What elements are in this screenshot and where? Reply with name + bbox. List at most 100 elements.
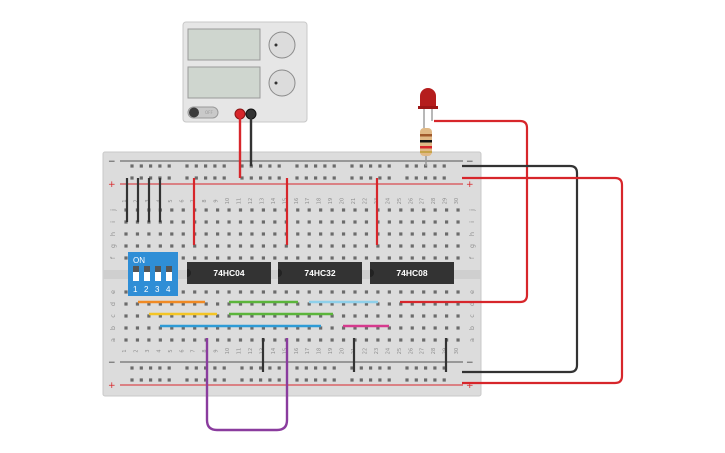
- breadboard-hole[interactable]: [319, 338, 323, 342]
- breadboard-hole[interactable]: [456, 314, 460, 318]
- breadboard-hole[interactable]: [227, 208, 231, 212]
- breadboard-hole[interactable]: [204, 232, 208, 236]
- breadboard-hole[interactable]: [139, 176, 143, 180]
- breadboard-hole[interactable]: [307, 244, 311, 248]
- breadboard-hole[interactable]: [376, 256, 380, 260]
- breadboard-hole[interactable]: [399, 208, 403, 212]
- breadboard-hole[interactable]: [350, 176, 354, 180]
- breadboard-hole[interactable]: [330, 232, 334, 236]
- breadboard-hole[interactable]: [261, 208, 265, 212]
- breadboard-hole[interactable]: [353, 314, 357, 318]
- breadboard-hole[interactable]: [216, 314, 220, 318]
- breadboard-hole[interactable]: [238, 326, 243, 330]
- breadboard-hole[interactable]: [181, 338, 185, 342]
- dip-toggle-4[interactable]: [166, 266, 172, 281]
- breadboard-hole[interactable]: [424, 366, 428, 370]
- supply-wires[interactable]: [238, 114, 253, 178]
- breadboard-hole[interactable]: [158, 378, 162, 382]
- breadboard-hole[interactable]: [314, 176, 318, 180]
- breadboard-hole[interactable]: [268, 378, 272, 382]
- breadboard-hole[interactable]: [387, 256, 391, 260]
- breadboard-hole[interactable]: [170, 302, 174, 306]
- breadboard-hole[interactable]: [378, 164, 382, 168]
- breadboard-hole[interactable]: [319, 232, 323, 236]
- breadboard-hole[interactable]: [167, 378, 171, 382]
- breadboard-hole[interactable]: [193, 314, 197, 318]
- breadboard-hole[interactable]: [139, 164, 143, 168]
- breadboard-hole[interactable]: [193, 302, 197, 306]
- breadboard-hole[interactable]: [204, 290, 208, 294]
- breadboard-hole[interactable]: [216, 220, 220, 224]
- breadboard-hole[interactable]: [422, 338, 426, 342]
- breadboard-hole[interactable]: [456, 290, 460, 294]
- breadboard-hole[interactable]: [250, 208, 254, 212]
- breadboard-hole[interactable]: [445, 314, 449, 318]
- breadboard-hole[interactable]: [364, 290, 369, 294]
- breadboard-hole[interactable]: [445, 232, 449, 236]
- breadboard-hole[interactable]: [296, 338, 300, 342]
- breadboard-hole[interactable]: [414, 366, 418, 370]
- breadboard-hole[interactable]: [261, 314, 265, 318]
- breadboard-hole[interactable]: [341, 314, 346, 318]
- breadboard-hole[interactable]: [353, 326, 357, 330]
- breadboard-hole[interactable]: [387, 290, 391, 294]
- breadboard-hole[interactable]: [261, 256, 265, 260]
- breadboard-hole[interactable]: [261, 302, 265, 306]
- breadboard-hole[interactable]: [181, 326, 185, 330]
- breadboard-hole[interactable]: [181, 220, 185, 224]
- breadboard-hole[interactable]: [158, 366, 162, 370]
- breadboard-hole[interactable]: [170, 338, 174, 342]
- breadboard-hole[interactable]: [433, 338, 437, 342]
- breadboard-hole[interactable]: [364, 326, 369, 330]
- breadboard-hole[interactable]: [204, 326, 208, 330]
- breadboard-hole[interactable]: [330, 338, 334, 342]
- breadboard-hole[interactable]: [135, 314, 140, 318]
- breadboard-hole[interactable]: [204, 302, 208, 306]
- breadboard-hole[interactable]: [442, 176, 446, 180]
- breadboard-hole[interactable]: [330, 208, 334, 212]
- breadboard-hole[interactable]: [364, 256, 369, 260]
- breadboard-hole[interactable]: [433, 244, 437, 248]
- breadboard-hole[interactable]: [277, 366, 281, 370]
- breadboard-hole[interactable]: [405, 164, 409, 168]
- breadboard-hole[interactable]: [410, 326, 414, 330]
- breadboard-hole[interactable]: [250, 244, 254, 248]
- breadboard-hole[interactable]: [369, 164, 373, 168]
- breadboard-hole[interactable]: [170, 208, 174, 212]
- breadboard-hole[interactable]: [216, 244, 220, 248]
- breadboard-hole[interactable]: [424, 176, 428, 180]
- breadboard-hole[interactable]: [238, 290, 243, 294]
- breadboard-hole[interactable]: [193, 256, 197, 260]
- breadboard-hole[interactable]: [422, 290, 426, 294]
- breadboard-hole[interactable]: [332, 366, 336, 370]
- breadboard-hole[interactable]: [238, 314, 243, 318]
- breadboard-hole[interactable]: [319, 290, 323, 294]
- breadboard-hole[interactable]: [319, 314, 323, 318]
- breadboard-hole[interactable]: [387, 378, 391, 382]
- breadboard-hole[interactable]: [273, 256, 277, 260]
- breadboard-hole[interactable]: [422, 232, 426, 236]
- breadboard-hole[interactable]: [359, 164, 363, 168]
- breadboard-hole[interactable]: [307, 232, 311, 236]
- breadboard-hole[interactable]: [250, 326, 254, 330]
- breadboard-hole[interactable]: [273, 314, 277, 318]
- breadboard-hole[interactable]: [250, 220, 254, 224]
- breadboard-hole[interactable]: [194, 164, 198, 168]
- breadboard-hole[interactable]: [124, 256, 128, 260]
- breadboard-hole[interactable]: [158, 232, 162, 236]
- breadboard-hole[interactable]: [376, 338, 380, 342]
- breadboard-hole[interactable]: [341, 244, 346, 248]
- breadboard-hole[interactable]: [323, 164, 327, 168]
- breadboard-hole[interactable]: [261, 232, 265, 236]
- breadboard-hole[interactable]: [194, 378, 198, 382]
- breadboard-hole[interactable]: [433, 302, 437, 306]
- breadboard-hole[interactable]: [399, 232, 403, 236]
- breadboard-hole[interactable]: [268, 366, 272, 370]
- breadboard-hole[interactable]: [167, 176, 171, 180]
- breadboard-hole[interactable]: [181, 232, 185, 236]
- breadboard-hole[interactable]: [204, 220, 208, 224]
- breadboard-hole[interactable]: [284, 326, 288, 330]
- breadboard-hole[interactable]: [410, 244, 414, 248]
- breadboard-hole[interactable]: [250, 232, 254, 236]
- breadboard-hole[interactable]: [445, 302, 449, 306]
